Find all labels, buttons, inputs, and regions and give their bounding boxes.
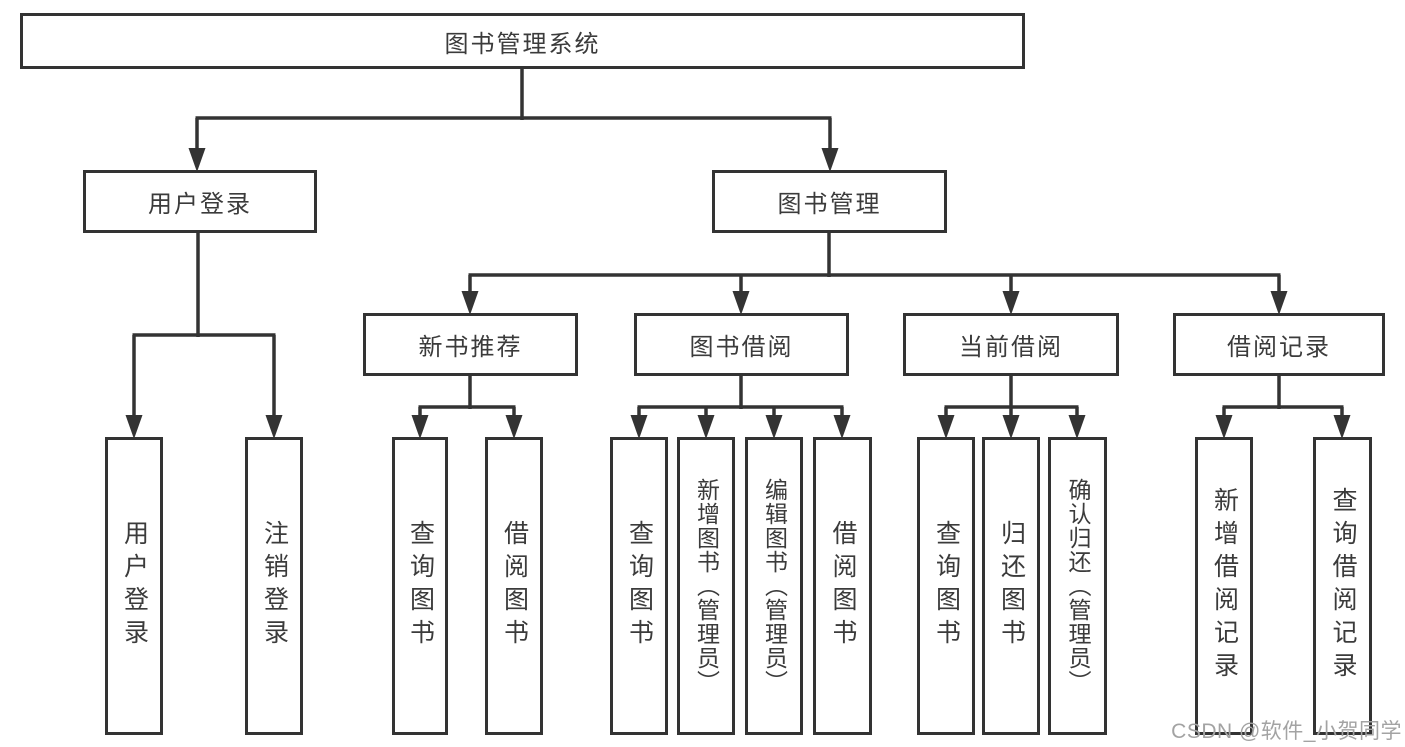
node-leaf-edit-books-admin: 编辑图书（管理员） [745, 437, 803, 735]
node-label: 归还图书 [997, 520, 1026, 652]
node-label: 借阅记录 [1227, 334, 1331, 361]
node-leaf-query-books-1: 查询图书 [392, 437, 448, 735]
node-leaf-return-books: 归还图书 [982, 437, 1040, 735]
node-label: 借阅图书 [500, 520, 529, 652]
node-leaf-query-borrow-record: 查询借阅记录 [1313, 437, 1372, 735]
node-label: 注销登录 [260, 520, 289, 652]
node-leaf-borrow-books-2: 借阅图书 [813, 437, 872, 735]
node-label: 查询借阅记录 [1329, 487, 1357, 685]
node-label: 用户登录 [148, 191, 252, 218]
node-user-login: 用户登录 [83, 170, 317, 233]
node-current-borrowing: 当前借阅 [903, 313, 1119, 376]
node-label: 编辑图书（管理员） [761, 478, 788, 694]
node-label: 图书管理系统 [444, 30, 601, 58]
node-leaf-confirm-return-admin: 确认归还（管理员） [1048, 437, 1107, 735]
arrowheads [125, 148, 1351, 439]
node-book-management: 图书管理 [712, 170, 947, 233]
node-label: 查询图书 [406, 520, 435, 652]
watermark: CSDN @软件_小贺同学 [1171, 720, 1402, 743]
node-leaf-query-books-3: 查询图书 [917, 437, 975, 735]
node-book-borrowing: 图书借阅 [634, 313, 849, 376]
node-label: 新增图书（管理员） [693, 478, 720, 694]
node-label: 当前借阅 [959, 334, 1063, 361]
node-label: 图书借阅 [689, 334, 794, 361]
node-leaf-add-borrow-record: 新增借阅记录 [1195, 437, 1253, 735]
node-label: 借阅图书 [829, 520, 857, 652]
node-label: 新增借阅记录 [1210, 487, 1239, 685]
node-new-book-recommendation: 新书推荐 [363, 313, 578, 376]
node-label: 查询图书 [625, 520, 654, 652]
node-borrowing-records: 借阅记录 [1173, 313, 1385, 376]
node-leaf-logout: 注销登录 [245, 437, 303, 735]
node-leaf-add-books-admin: 新增图书（管理员） [677, 437, 735, 735]
node-label: 新书推荐 [418, 334, 523, 361]
node-leaf-borrow-books-1: 借阅图书 [485, 437, 543, 735]
node-library-management-system: 图书管理系统 [20, 13, 1025, 69]
node-leaf-user-login: 用户登录 [105, 437, 163, 735]
node-label: 查询图书 [932, 520, 961, 652]
node-label: 确认归还（管理员） [1065, 478, 1091, 694]
node-label: 图书管理 [777, 191, 882, 218]
node-leaf-query-books-2: 查询图书 [610, 437, 668, 735]
node-label: 用户登录 [120, 520, 149, 652]
